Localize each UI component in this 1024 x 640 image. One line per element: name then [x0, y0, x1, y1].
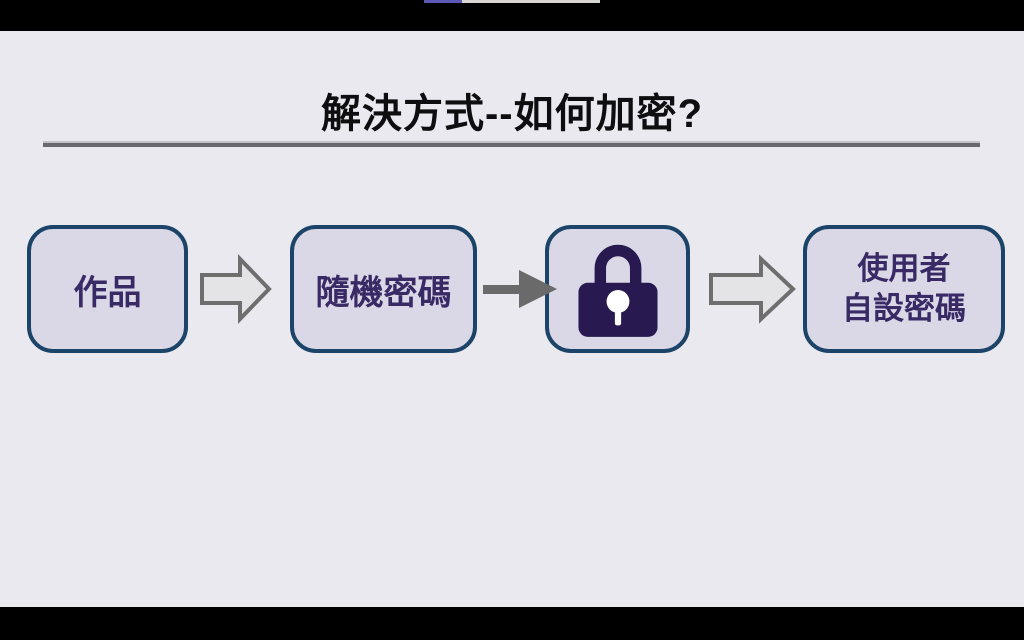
title-divider [43, 141, 980, 147]
flow-box-label: 隨機密碼 [315, 273, 452, 312]
flow-box-random-password: 隨機密碼 [290, 225, 477, 353]
player-progress-played [424, 0, 462, 3]
player-progress-bar[interactable] [424, 0, 600, 3]
flow-box-label: 作品 [73, 273, 142, 312]
flow-box-user-password: 使用者 自設密碼 [803, 225, 1005, 353]
flow-box-work: 作品 [27, 225, 188, 353]
slide-title: 解決方式--如何加密? [320, 92, 704, 136]
block-arrow-right-icon [709, 254, 796, 324]
block-arrow-right-icon [200, 254, 272, 324]
lock-icon [577, 244, 658, 337]
flow-box-label-line2: 自設密碼 [842, 291, 966, 326]
flow-box-lock [545, 225, 690, 353]
flow-box-label-line1: 使用者 [857, 251, 951, 287]
solid-arrow-right-icon [483, 270, 557, 308]
slide: 解決方式--如何加密? 作品 隨機密碼 [0, 31, 1024, 607]
